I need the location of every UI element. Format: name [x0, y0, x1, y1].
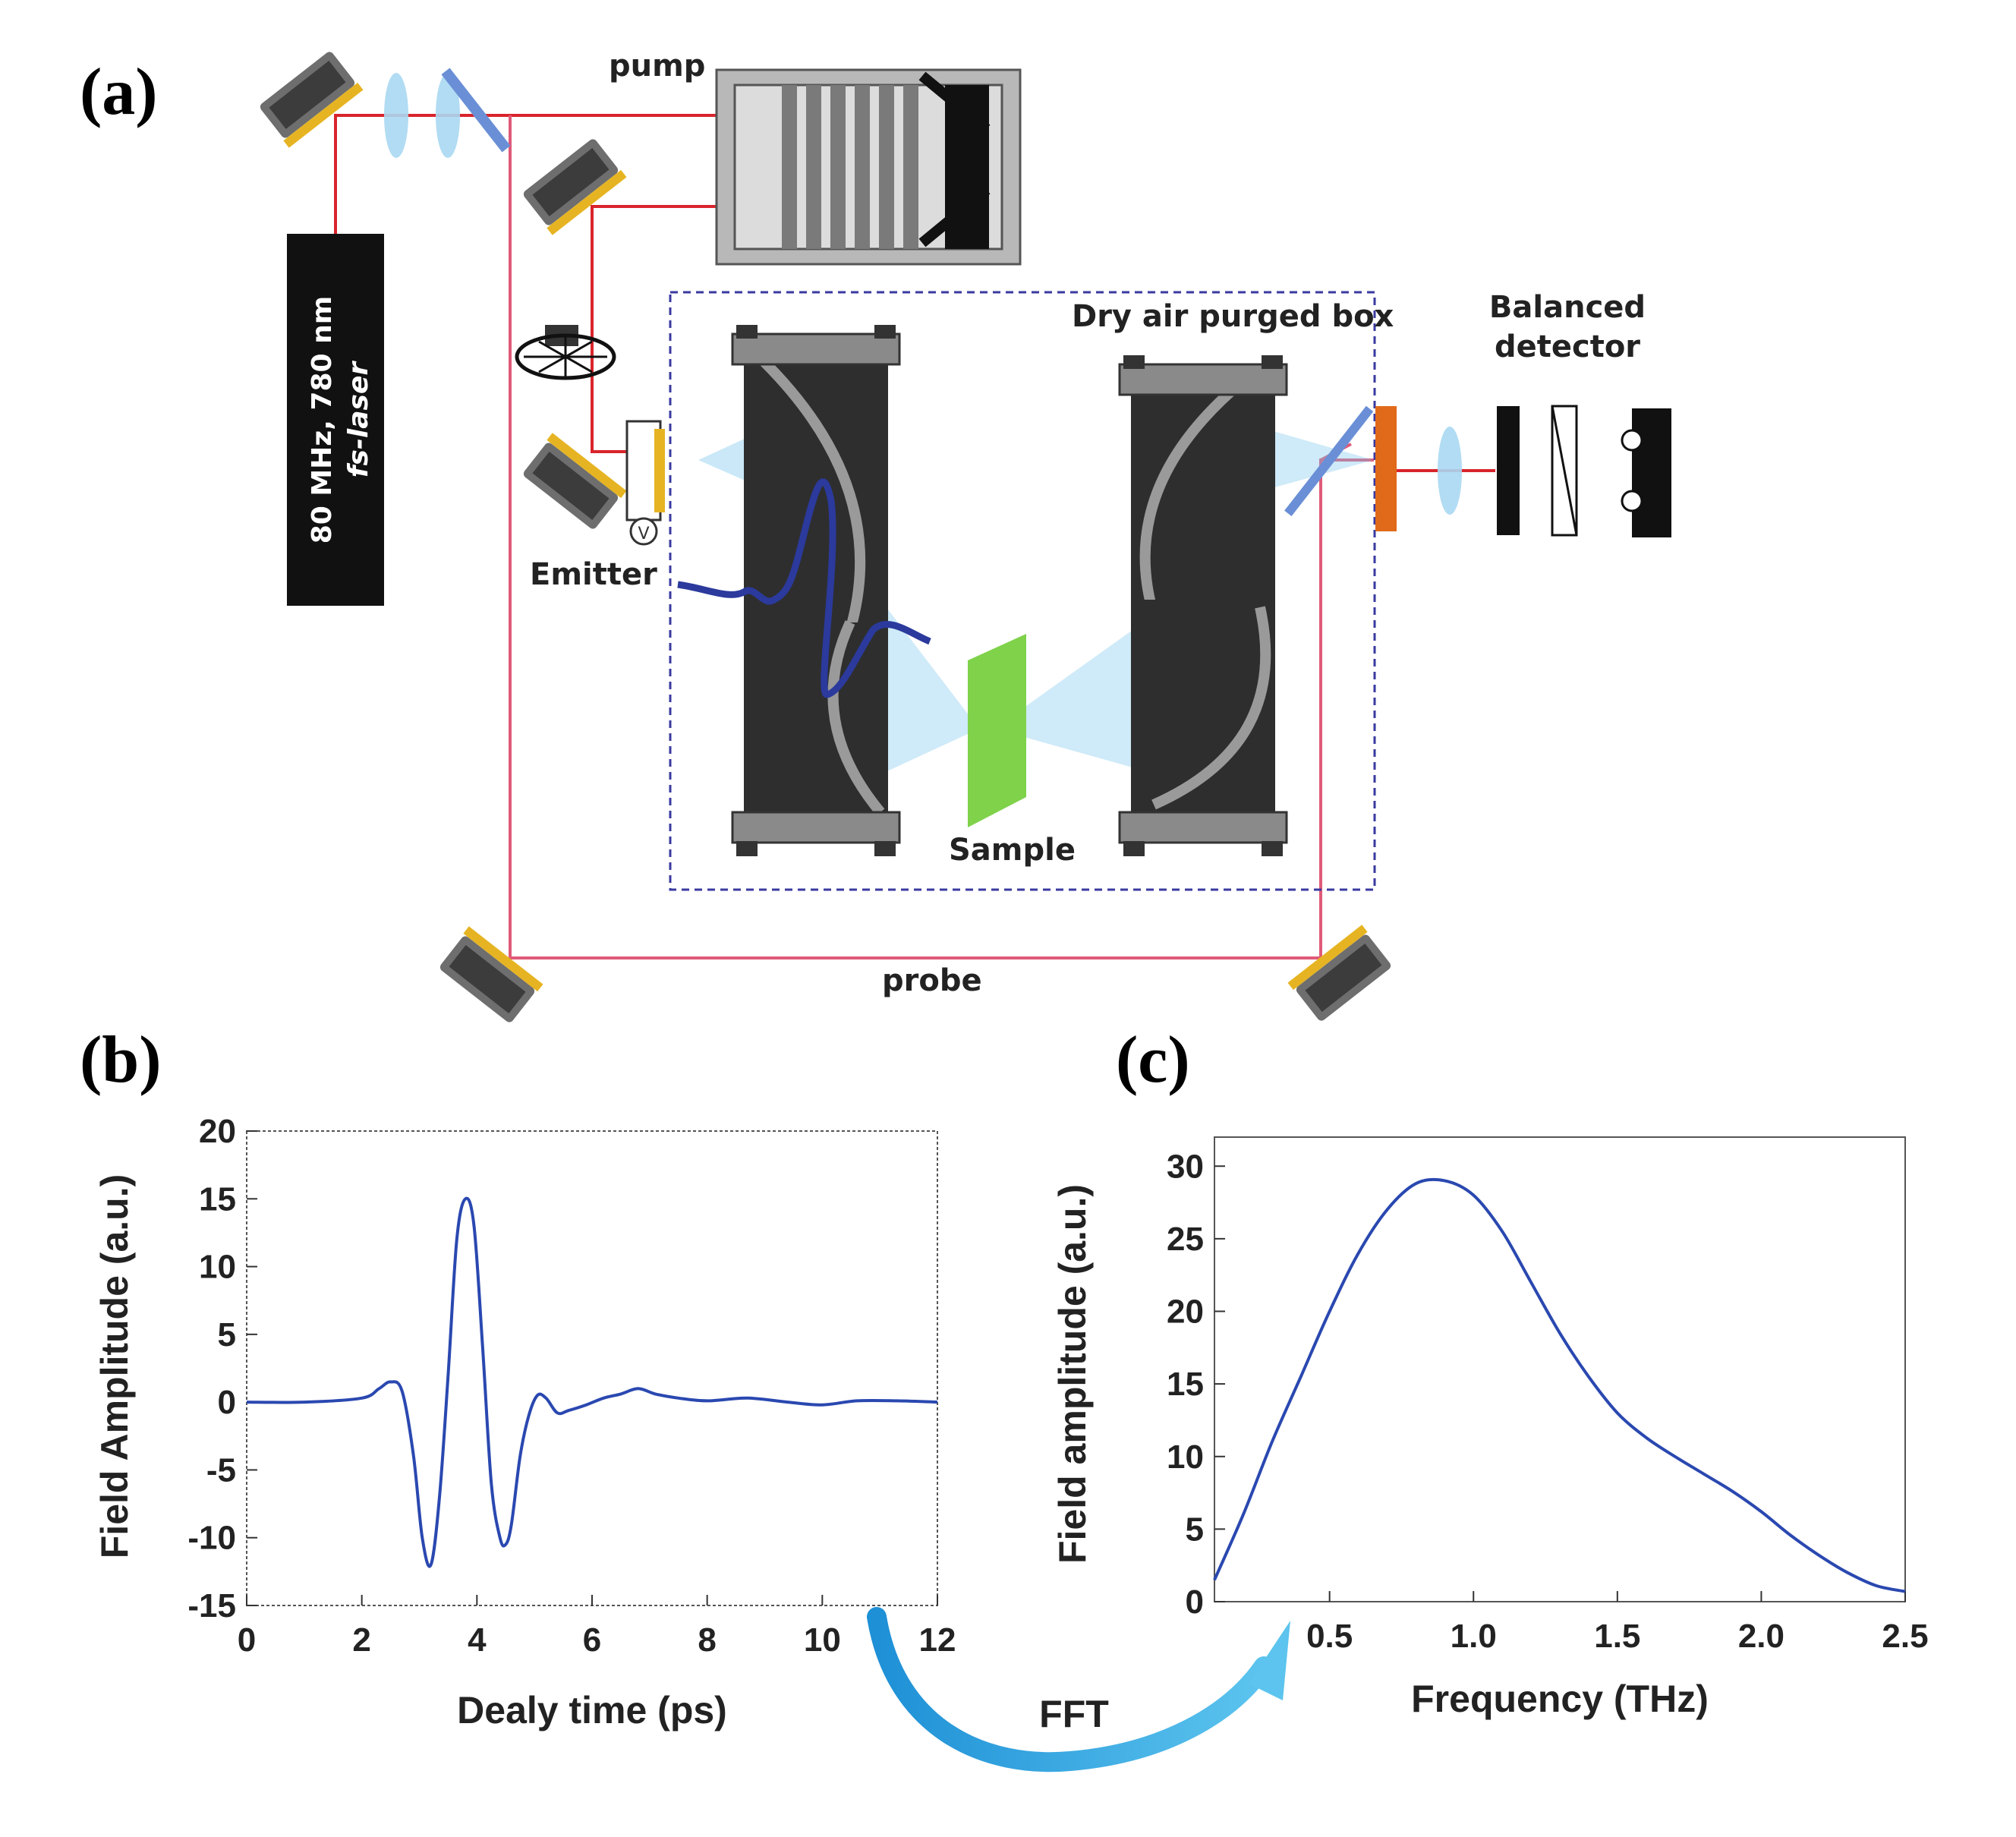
- panel-a: (a) 80 MHz, 780 nm fs-laser: [80, 49, 1671, 1022]
- pump-label: pump: [609, 49, 705, 84]
- panel-b: (b) 20 15 10 5 0 -5 -10 -15 0 2 4 6 8 10 12 Field Amp…: [80, 1023, 956, 1731]
- fft-arrow-head: [1249, 1621, 1290, 1700]
- parabolic-mirror-icon: [1118, 600, 1288, 856]
- detector-label-line2: detector: [1495, 329, 1640, 364]
- emitter-icon: V: [625, 420, 665, 546]
- plot-c-y-tick-label: 25: [1167, 1221, 1204, 1258]
- plot-b-x-tick-label: 10: [804, 1621, 841, 1659]
- plot-b-y-tick-label: 0: [218, 1384, 236, 1421]
- plot-b-x-tick-label: 8: [698, 1621, 716, 1659]
- fft-arrow: FFT: [867, 1607, 1290, 1772]
- plot-c-x-tick-label: 1.5: [1594, 1618, 1640, 1655]
- plot-c-x-tick-label: 0.5: [1306, 1618, 1353, 1655]
- voltmeter-label: V: [638, 525, 649, 544]
- plot-c-y-tick-label: 20: [1167, 1293, 1204, 1331]
- plot-b-x-tick-label: 6: [583, 1621, 601, 1659]
- waveplate-icon: [1497, 406, 1520, 535]
- lens-icon: [1438, 427, 1462, 515]
- laser-label-line2: fs-laser: [343, 361, 374, 478]
- mirror-mount-icon: [523, 433, 627, 529]
- beam-splitter-icon: [1284, 405, 1374, 517]
- plot-b-y-tick-label: 10: [199, 1249, 236, 1286]
- plot-c-y-tick-label: 0: [1186, 1583, 1204, 1621]
- ezo-crystal-icon: [1375, 406, 1397, 531]
- fft-label: FFT: [1039, 1693, 1109, 1735]
- thz-pulse-waveform: [677, 478, 931, 698]
- plot-b-y-tick-label: 20: [199, 1113, 236, 1150]
- plot-b-xlabel: Dealy time (ps): [457, 1689, 727, 1731]
- plot-b-x-tick-label: 2: [352, 1621, 370, 1659]
- detector-label-line1: Balanced: [1489, 290, 1646, 325]
- mirror-mount-icon: [523, 139, 627, 235]
- plot-b-x-tick-label: 0: [238, 1621, 256, 1659]
- plot-c-x-tick-label: 2.5: [1882, 1618, 1928, 1655]
- dry-air-box: [669, 291, 1376, 891]
- plot-b-y-tick-label: -15: [187, 1587, 236, 1624]
- chopper-icon: [515, 325, 616, 380]
- fs-laser: 80 MHz, 780 nm fs-laser: [287, 234, 384, 606]
- sample-icon: [968, 634, 1026, 827]
- plot-c-x-tick-label: 1.0: [1451, 1618, 1497, 1655]
- plot-b-data-line: [246, 1196, 938, 1568]
- plot-c-x-ticks: 0.5 1.0 1.5 2.0 2.5: [1306, 1591, 1929, 1655]
- lens-icon: [436, 73, 460, 158]
- plot-b-y-tick-label: 5: [218, 1316, 236, 1353]
- plot-c-xlabel: Frequency (THz): [1411, 1678, 1709, 1720]
- plot-c-ylabel: Field amplitude (a.u.): [1051, 1184, 1094, 1564]
- mirror-mount-icon: [260, 52, 364, 148]
- plot-c-y-ticks: 30 25 20 15 10 5 0: [1167, 1148, 1225, 1621]
- plot-b-y-tick-label: 15: [199, 1180, 236, 1218]
- plot-b-ylabel: Field Amplitude (a.u.): [93, 1174, 136, 1558]
- mirror-mount-icon: [1287, 925, 1391, 1021]
- plot-b-x-tick-label: 4: [468, 1621, 487, 1659]
- panel-b-label: (b): [80, 1023, 162, 1097]
- plot-c-frame: [1214, 1136, 1906, 1602]
- fs-laser-box: [287, 234, 384, 606]
- plot-c-x-tick-label: 2.0: [1738, 1618, 1784, 1655]
- plot-c-data-line: [1213, 1177, 1906, 1593]
- panel-c-label: (c): [1116, 1023, 1190, 1097]
- laser-label-line1: 80 MHz, 780 nm: [307, 296, 338, 544]
- plot-c-y-tick-label: 5: [1186, 1511, 1204, 1548]
- delay-stage-icon: [715, 68, 1022, 266]
- lens-icon: [384, 73, 408, 158]
- plot-b-x-tick-label: 12: [919, 1621, 956, 1659]
- plot-b-y-ticks: 20 15 10 5 0 -5 -10 -15: [187, 1113, 257, 1624]
- parabolic-mirror-icon: [1118, 355, 1288, 622]
- plot-c-y-tick-label: 10: [1167, 1438, 1204, 1476]
- probe-label: probe: [882, 963, 982, 998]
- beam-splitter-icon: [441, 68, 511, 153]
- dry-box-label: Dry air purged box: [1072, 299, 1394, 334]
- panel-c: (c) 30 25 20 15 10 5 0 0.5 1.0 1.5 2.0 2.5 Field a…: [1051, 1023, 1929, 1720]
- wollaston-prism-icon: [1551, 405, 1578, 537]
- plot-b-y-tick-label: -5: [206, 1451, 236, 1489]
- plot-c-y-tick-label: 30: [1167, 1148, 1204, 1185]
- plot-b-y-tick-label: -10: [187, 1520, 236, 1557]
- mirror-mount-icon: [439, 926, 543, 1022]
- plot-b-x-ticks: 0 2 4 6 8 10 12: [238, 1595, 956, 1659]
- emitter-label: Emitter: [530, 557, 657, 592]
- panel-a-label: (a): [80, 55, 158, 129]
- photodiode-icon: [1621, 408, 1671, 537]
- parabolic-mirror-icon: [731, 620, 901, 856]
- plot-c-y-tick-label: 15: [1167, 1366, 1204, 1403]
- parabolic-mirror-icon: [731, 325, 901, 632]
- fft-arrow-curve: [867, 1607, 1274, 1772]
- plot-b-frame: [246, 1130, 938, 1606]
- sample-label: Sample: [949, 833, 1076, 868]
